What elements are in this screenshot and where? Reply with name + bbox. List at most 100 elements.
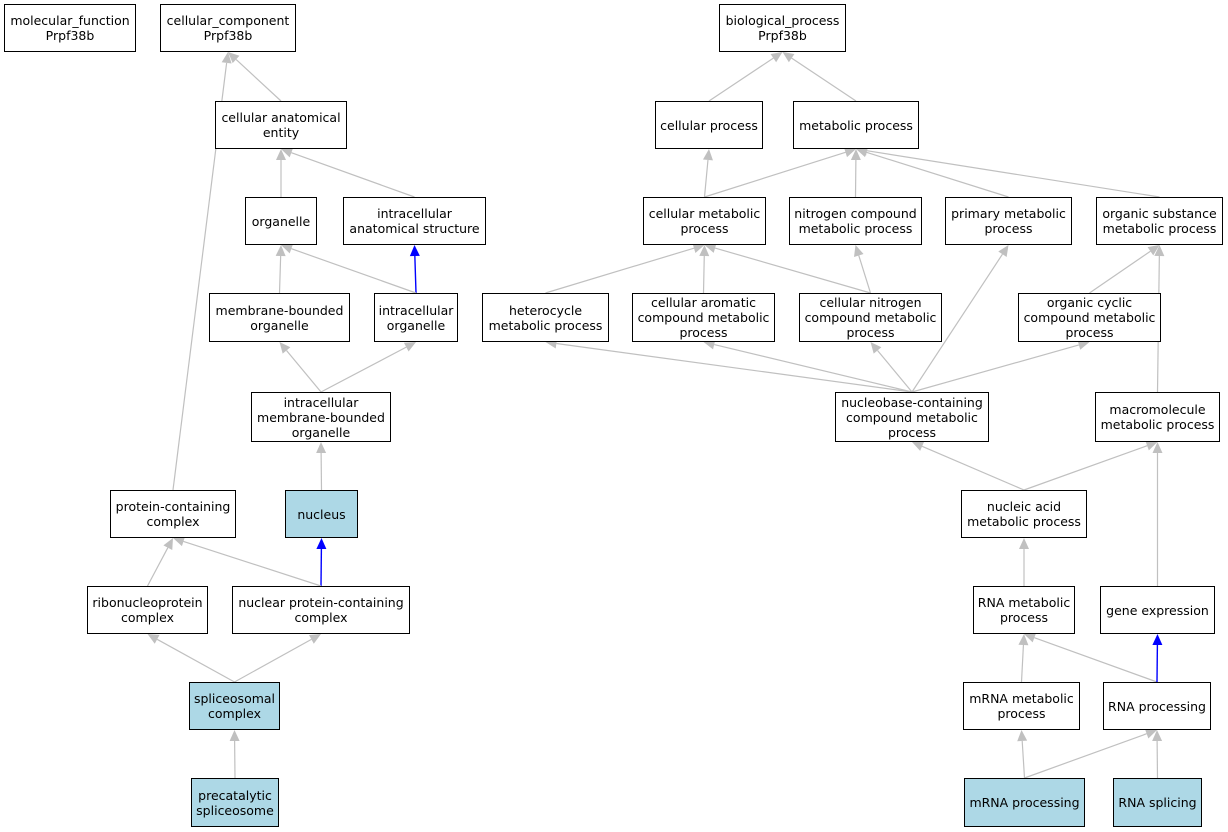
edge-nbccmp-to-pmp	[911, 245, 1009, 393]
edge-line	[911, 344, 1080, 393]
edge-organelle-to-cae	[276, 149, 286, 197]
node-ribonucleoprotein-complex[interactable]: ribonucleoprotein complex	[87, 586, 208, 634]
node-mrna-metabolic-process[interactable]: mRNA metabolic process	[963, 682, 1080, 730]
edge-arrowhead	[770, 52, 783, 63]
edge-line	[714, 343, 913, 393]
edge-rnamp-to-namp	[1019, 538, 1029, 586]
edge-line	[320, 346, 407, 393]
edge-line	[911, 253, 1003, 393]
edge-arrowhead	[281, 148, 294, 158]
node-organelle[interactable]: organelle	[245, 197, 317, 245]
node-gene-expression[interactable]: gene expression	[1100, 586, 1215, 634]
edge-line	[156, 638, 235, 683]
edge-nbccmp-to-cacmp	[703, 339, 913, 393]
node-rna-processing[interactable]: RNA processing	[1103, 682, 1211, 730]
edge-arrowhead	[854, 245, 864, 257]
node-macromolecule-metabolic-process[interactable]: macromolecule metabolic process	[1095, 392, 1220, 442]
node-cellular-nitrogen-compound-metabolic-process[interactable]: cellular nitrogen compound metabolic pro…	[799, 293, 942, 342]
edge-arrowhead	[870, 342, 882, 354]
edge-arrowhead	[403, 342, 416, 352]
edge-mbo-to-organelle	[275, 245, 286, 294]
node-precatalytic-spliceosome[interactable]: precatalytic spliceosome	[191, 778, 279, 827]
node-rna-metabolic-process[interactable]: RNA metabolic process	[973, 586, 1075, 634]
edge-arrowhead	[1018, 634, 1029, 646]
edge-line	[866, 151, 1009, 198]
edge-arrowhead	[703, 339, 716, 350]
edge-nucleus-to-imbo	[316, 442, 327, 491]
edge-arrowhead	[782, 52, 795, 63]
node-nucleobase-containing-compound-metabolic-process[interactable]: nucleobase-containing compound metabolic…	[835, 392, 989, 442]
edge-arrowhead	[998, 245, 1009, 257]
node-membrane-bounded-organelle[interactable]: membrane-bounded organelle	[209, 293, 350, 342]
node-molecular-function-root[interactable]: molecular_function Prpf38b	[4, 4, 136, 52]
node-intracellular-organelle[interactable]: intracellular organelle	[374, 293, 458, 342]
edge-line	[556, 342, 913, 393]
edge-line	[286, 350, 322, 393]
node-cellular-process[interactable]: cellular process	[655, 101, 763, 149]
node-rna-splicing[interactable]: RNA splicing	[1113, 778, 1202, 827]
node-cellular-metabolic-process[interactable]: cellular metabolic process	[643, 197, 766, 245]
node-protein-containing-complex[interactable]: protein-containing complex	[110, 490, 236, 538]
edge-arrowhead	[221, 52, 232, 64]
edge-line	[1023, 445, 1148, 491]
edge-arrowhead	[1152, 634, 1163, 646]
edge-arrowhead	[1152, 730, 1163, 742]
edge-mrnamp-to-rnamp	[1018, 634, 1029, 683]
edge-line	[703, 159, 709, 198]
edge-line	[1020, 644, 1025, 683]
edge-arrowhead	[173, 536, 186, 547]
node-nucleic-acid-metabolic-process[interactable]: nucleic acid metabolic process	[961, 490, 1087, 538]
edge-arrowhead	[699, 245, 710, 257]
node-nitrogen-compound-metabolic-process[interactable]: nitrogen compound metabolic process	[789, 197, 922, 245]
node-nuclear-protein-containing-complex[interactable]: nuclear protein-containing complex	[232, 586, 410, 634]
edge-mrnap-to-mrnamp	[1017, 730, 1028, 779]
edge-cmp-to-mp	[704, 147, 856, 198]
edge-cncmp-to-cmp	[704, 243, 871, 294]
edge-arrowhead	[702, 149, 713, 161]
node-organic-substance-metabolic-process[interactable]: organic substance metabolic process	[1096, 197, 1223, 245]
edge-arrowhead	[229, 730, 240, 742]
edge-pmp-to-mp	[856, 147, 1009, 198]
node-mrna-processing[interactable]: mRNA processing	[964, 778, 1085, 827]
edge-npcc-to-pcc	[173, 536, 322, 587]
edge-arrowhead	[1147, 245, 1160, 256]
edge-arrowhead	[1019, 538, 1029, 549]
edge-arrowhead	[316, 538, 327, 550]
edge-imbo-to-mbo	[279, 342, 322, 393]
edge-arrowhead	[281, 243, 294, 254]
edge-occmp-to-osmp	[1089, 245, 1160, 294]
edge-line	[791, 57, 857, 102]
edge-arrowhead	[844, 147, 856, 158]
edge-line	[291, 152, 415, 198]
edge-arrowhead	[316, 442, 327, 454]
node-cellular-aromatic-compound-metabolic-process[interactable]: cellular aromatic compound metabolic pro…	[632, 293, 775, 342]
edge-npcc-to-nucleus	[316, 538, 327, 587]
node-biological-process-root[interactable]: biological_process Prpf38b	[719, 4, 846, 52]
edge-rnp-to-pcc	[146, 538, 173, 587]
edge-arrowhead	[1145, 441, 1158, 451]
node-metabolic-process[interactable]: metabolic process	[793, 101, 919, 149]
node-nucleus[interactable]: nucleus	[285, 490, 358, 538]
node-heterocycle-metabolic-process[interactable]: heterocycle metabolic process	[482, 293, 609, 342]
edge-io-to-ias	[409, 245, 420, 294]
edge-line	[714, 247, 871, 294]
edge-arrowhead	[850, 149, 861, 161]
node-primary-metabolic-process[interactable]: primary metabolic process	[945, 197, 1072, 245]
node-cellular-component-root[interactable]: cellular_component Prpf38b	[160, 4, 296, 52]
edge-line	[921, 445, 1025, 491]
node-intracellular-membrane-bounded-organelle[interactable]: intracellular membrane-bounded organelle	[251, 392, 391, 442]
edge-namp-to-nbccmp	[912, 441, 1025, 491]
node-cellular-anatomical-entity[interactable]: cellular anatomical entity	[215, 101, 347, 149]
edge-line	[235, 59, 282, 102]
edge-rnap-to-rnamp	[1024, 633, 1158, 683]
node-organic-cyclic-compound-metabolic-process[interactable]: organic cyclic compound metabolic proces…	[1018, 293, 1161, 342]
edge-line	[291, 248, 417, 294]
edge-nbccmp-to-hmp	[545, 338, 913, 393]
node-spliceosomal-complex[interactable]: spliceosomal complex	[189, 682, 280, 730]
edge-nbccmp-to-occmp	[911, 340, 1090, 393]
node-intracellular-anatomical-structure[interactable]: intracellular anatomical structure	[343, 197, 486, 245]
edge-arrowhead	[308, 634, 321, 644]
edge-line	[183, 540, 322, 587]
edge-precat-to-spliceosomal	[229, 730, 240, 779]
